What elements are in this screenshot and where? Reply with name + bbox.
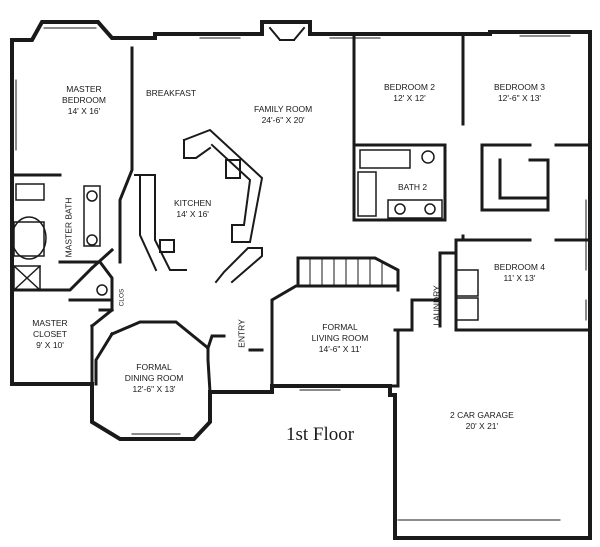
stair: [309, 257, 383, 287]
master-closet-size: 9' X 10': [36, 340, 64, 350]
master-closet-name-1: MASTER: [32, 318, 68, 328]
family-room-name: FAMILY ROOM: [254, 104, 313, 114]
bath2-label: BATH 2: [398, 182, 427, 193]
bedroom4-name: BEDROOM 4: [494, 262, 546, 272]
formal-living-label: FORMAL LIVING ROOM 14'-6" X 11': [300, 322, 380, 355]
garage-size: 20' X 21': [465, 421, 499, 431]
master-closet-label: MASTER CLOSET 9' X 10': [24, 318, 76, 351]
bedroom2-label: BEDROOM 2 12' X 12': [384, 82, 435, 104]
bedroom4-size: 11' X 13': [503, 273, 536, 283]
bedroom3-name: BEDROOM 3: [494, 82, 546, 92]
kitchen-size: 14' X 16': [176, 209, 209, 219]
formal-dining-name-1: FORMAL: [136, 362, 172, 372]
kitchen-label: KITCHEN 14' X 16': [174, 198, 211, 220]
bath-fixtures: [11, 149, 443, 296]
master-bath-name: MASTER BATH: [63, 197, 74, 258]
bedroom3-size: 12'-6" X 13': [497, 93, 542, 103]
formal-living-name-2: LIVING ROOM: [311, 333, 369, 343]
entry-label: ENTRY: [237, 314, 248, 354]
formal-living-size: 14'-6" X 11': [318, 344, 362, 354]
formal-dining-name-2: DINING ROOM: [124, 373, 184, 383]
formal-living-name-1: FORMAL: [322, 322, 358, 332]
master-bedroom-label: MASTER BEDROOM 14' X 16': [54, 84, 114, 117]
laundry-label: LAUNDRY: [432, 281, 443, 331]
master-bedroom-name-2: BEDROOM: [62, 95, 106, 105]
garage-name: 2 CAR GARAGE: [450, 410, 514, 420]
formal-dining-size: 12'-6" X 13': [132, 384, 176, 394]
family-room-label: FAMILY ROOM 24'-6" X 20': [254, 104, 312, 126]
bedroom4-label: BEDROOM 4 11' X 13': [494, 262, 545, 284]
laundry-name: LAUNDRY: [431, 285, 442, 326]
entry-name: ENTRY: [236, 319, 247, 348]
breakfast-label: BREAKFAST: [146, 88, 196, 99]
family-room-size: 24'-6" X 20': [261, 115, 305, 125]
bath2-name: BATH 2: [398, 182, 428, 192]
bedroom2-name: BEDROOM 2: [384, 82, 436, 92]
floor-title: 1st Floor: [286, 424, 355, 445]
kitchen-name: KITCHEN: [174, 198, 212, 208]
closet-name: CLOS: [118, 288, 126, 307]
master-closet-name-2: CLOSET: [32, 329, 67, 339]
fireplace: [268, 26, 306, 41]
breakfast-name: BREAKFAST: [146, 88, 197, 98]
interior-walls: [10, 32, 592, 540]
bedroom2-size: 12' X 12': [393, 93, 426, 103]
formal-dining-label: FORMAL DINING ROOM 12'-6" X 13': [114, 362, 194, 395]
master-bedroom-size: 14' X 16': [67, 106, 101, 116]
bedroom3-label: BEDROOM 3 12'-6" X 13': [494, 82, 545, 104]
laundry-appliances: [455, 269, 479, 321]
master-bedroom-name-1: MASTER: [66, 84, 102, 94]
master-bath-label: MASTER BATH: [64, 193, 75, 263]
exterior-walls: [10, 20, 592, 540]
kitchen-counters: [134, 128, 264, 284]
windows: [15, 27, 587, 521]
closet-label: CLOS: [117, 280, 128, 316]
garage-label: 2 CAR GARAGE 20' X 21': [450, 410, 514, 432]
